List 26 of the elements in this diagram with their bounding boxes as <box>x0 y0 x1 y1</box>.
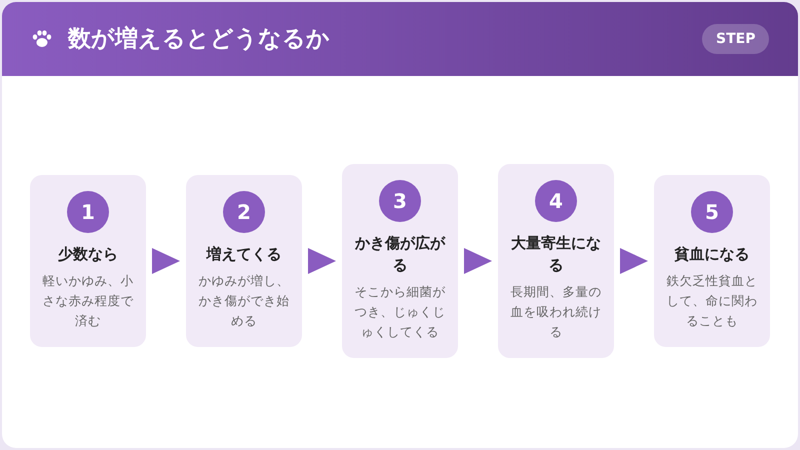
step-description: 軽いかゆみ、小さな赤み程度で済む <box>42 272 134 330</box>
step-number: 5 <box>691 191 733 233</box>
step-card <box>30 175 146 347</box>
step-card <box>186 175 302 347</box>
step-number: 3 <box>379 180 421 222</box>
step-card <box>342 164 458 358</box>
step-description: そこから細菌がつき、じゅくじゅくしてくる <box>354 283 446 341</box>
step-number: 1 <box>67 191 109 233</box>
step-card <box>654 175 770 347</box>
step-description: かゆみが増し、かき傷ができ始める <box>198 272 290 330</box>
step-description: 長期間、多量の血を吸われ続ける <box>510 283 602 341</box>
step-number: 4 <box>535 180 577 222</box>
arrow <box>152 248 180 274</box>
step-heading: 少数なら <box>58 244 118 265</box>
step-number: 2 <box>223 191 265 233</box>
step-card <box>498 164 614 358</box>
step-description: 鉄欠乏性貧血として、命に関わることも <box>666 272 758 330</box>
slide-title: 数が増えるとどうなるか <box>68 24 330 54</box>
step-heading: 貧血になる <box>674 244 750 265</box>
step-badge: STEP <box>702 24 770 54</box>
step-heading: 増えてくる <box>206 244 282 265</box>
step-heading: 大量寄生になる <box>510 233 602 276</box>
arrow <box>620 248 648 274</box>
step-heading: かき傷が広がる <box>354 233 446 276</box>
arrow <box>308 248 336 274</box>
arrow <box>464 248 492 274</box>
